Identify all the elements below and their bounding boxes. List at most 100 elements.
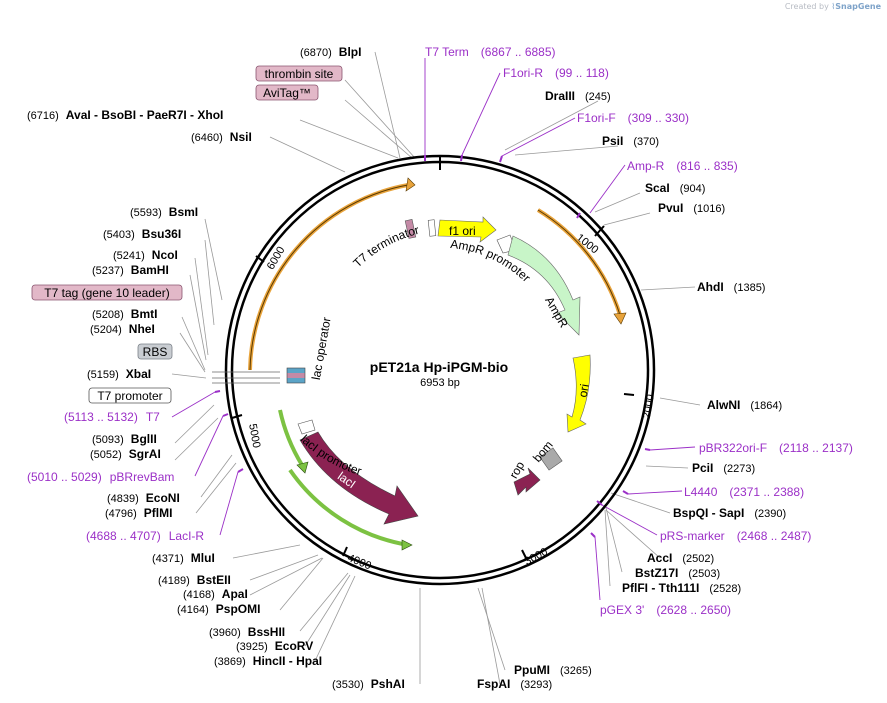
site-ncoi-pos: (5241) (113, 250, 145, 262)
site-pflmi: PflMI (144, 506, 173, 520)
primer-prs-marker-range: (2468 .. 2487) (737, 529, 812, 543)
label-f1-ori: f1 ori (449, 224, 476, 238)
site-xhoi-pos: (6716) (27, 110, 59, 122)
site-bsshii-pos: (3960) (209, 627, 241, 639)
site-pshai-pos: (3530) (332, 679, 364, 691)
svg-text:(5403)Bsu36I: (5403) Bsu36I (103, 227, 181, 241)
primer-f1ori-f: F1ori-F (577, 111, 616, 125)
svg-text:PciI(2273): PciI(2273) (692, 461, 755, 475)
plasmid-name: pET21a Hp-iPGM-bio (370, 359, 508, 375)
primer-marks (214, 154, 651, 538)
box-t7-promoter (88, 387, 172, 404)
box-t7-tag (31, 284, 183, 301)
label-avitag: AviTag™ (263, 86, 311, 100)
ampr-feature (507, 235, 581, 336)
label-rbs: RBS (143, 345, 168, 359)
svg-text:(6870)BlpI: (6870)BlpI (300, 45, 361, 59)
site-sapi-pos: (2390) (754, 508, 786, 520)
site-tth111i: PflFI - Tth111I (622, 581, 699, 595)
site-nsii: NsiI (230, 130, 252, 144)
site-hpai-pos: (3869) (214, 656, 246, 668)
svg-text:(5093)BglII: (5093)BglII (92, 432, 157, 446)
svg-text:(3869)HincII - HpaI: (3869) HincII - HpaI (214, 654, 322, 668)
svg-text:AlwNI(1864): AlwNI(1864) (707, 398, 782, 412)
site-hpai: HincII - HpaI (253, 654, 322, 668)
site-ecorv: EcoRV (275, 639, 313, 653)
primer-labels: T7 Term(6867 .. 6885) F1ori-R(99 .. 118)… (27, 45, 853, 617)
svg-text:(6460)NsiI: (6460)NsiI (191, 130, 252, 144)
svg-text:(5208)BmtI: (5208)BmtI (92, 307, 157, 321)
site-bsmi-pos: (5593) (130, 207, 162, 219)
svg-text:(4168)ApaI: (4168)ApaI (183, 587, 248, 601)
site-pvui: PvuI (658, 201, 683, 215)
site-psii-pos: (370) (633, 136, 659, 148)
site-xhoi: AvaI - BsoBI - PaeR7I - XhoI (66, 108, 224, 122)
svg-text:(6716)AvaI - BsoBI - PaeR7I -: (6716) AvaI - BsoBI - PaeR7I - XhoI (27, 108, 223, 122)
tick-3000: 3000 (523, 546, 550, 568)
orf-arc-green-2 (288, 468, 409, 547)
mcs-lines (212, 371, 280, 384)
primer-f1ori-r: F1ori-R (503, 66, 543, 80)
svg-text:(4164)PspOMI: (4164)PspOMI (177, 602, 260, 616)
site-psii: PsiI (602, 134, 623, 148)
label-lac-operator: lac operator (309, 316, 334, 381)
svg-text:FspAI(3293): FspAI(3293) (477, 677, 552, 691)
svg-text:AccI(2502): AccI (2502) (647, 551, 714, 565)
site-xbai-pos: (5159) (87, 369, 119, 381)
site-bsu36i: Bsu36I (142, 227, 181, 241)
site-scai-pos: (904) (680, 183, 706, 195)
site-pshai: PshAI (371, 677, 405, 691)
tick-5000: 5000 (246, 423, 262, 449)
site-alwni: AlwNI (707, 398, 740, 412)
site-sgrai-pos: (5052) (90, 449, 122, 461)
site-ppumi-pos: (3265) (560, 665, 592, 677)
site-acci: AccI (647, 551, 672, 565)
site-bsu36i-pos: (5403) (103, 229, 135, 241)
site-sapi: BspQI - SapI (673, 506, 744, 520)
t7-terminator-feature (404, 219, 417, 239)
svg-text:PsiI(370): PsiI (370) (602, 134, 659, 148)
svg-text:(5159)XbaI: (5159)XbaI (87, 367, 151, 381)
svg-text:L4440(2371 .. 2388): L4440(2371 .. 2388) (684, 485, 804, 499)
tick-marks (231, 156, 635, 561)
site-scai: ScaI (645, 181, 670, 195)
svg-text:(4839)EcoNI: (4839)EcoNI (107, 491, 180, 505)
primer-t7: T7 (146, 410, 160, 424)
orf-arc-right-head (613, 312, 627, 325)
site-bglii: BglII (131, 432, 157, 446)
laci-promoter-feature (297, 419, 316, 435)
site-econi-pos: (4839) (107, 493, 139, 505)
small-feature-white (427, 219, 437, 237)
site-apai: ApaI (222, 587, 248, 601)
lac-operator-feature (286, 367, 306, 384)
orf-arc-green-1 (278, 409, 304, 467)
primer-pbr322ori-f-range: (2118 .. 2137) (779, 441, 853, 455)
site-tth111i-pos: (2528) (709, 583, 741, 595)
svg-text:(3925)EcoRV: (3925)EcoRV (236, 639, 313, 653)
site-sgrai: SgrAI (129, 447, 161, 461)
svg-text:DraIII(245): DraIII(245) (545, 89, 611, 103)
svg-text:F1ori-R(99 .. 118): F1ori-R(99 .. 118) (503, 66, 609, 80)
site-bamhi-pos: (5237) (92, 265, 124, 277)
site-draiii: DraIII (545, 89, 575, 103)
primer-pgex3-range: (2628 .. 2650) (656, 603, 731, 617)
site-fspai: FspAI (477, 677, 510, 691)
svg-text:(3960)BssHII: (3960)BssHII (209, 625, 285, 639)
primer-amp-r-range: (816 .. 835) (676, 159, 737, 173)
svg-text:PpuMI(3265): PpuMI(3265) (514, 663, 592, 677)
box-rbs (137, 343, 173, 360)
site-pflmi-pos: (4796) (105, 508, 137, 520)
primer-laci-r: LacI-R (169, 529, 205, 543)
site-mlui: MluI (191, 551, 215, 565)
svg-text:(4189)BstEII: (4189)BstEII (158, 573, 231, 587)
primer-prs-marker: pRS-marker (660, 529, 725, 543)
label-t7-terminator: T7 terminator (350, 223, 420, 270)
site-acci-pos: (2502) (682, 553, 714, 565)
primer-lines (171, 58, 696, 601)
label-ori: ori (576, 383, 592, 399)
primer-l4440: L4440 (684, 485, 718, 499)
site-bamhi: BamHI (131, 263, 169, 277)
laci-feature (299, 431, 419, 525)
primer-t7-range: (5113 .. 5132) (64, 410, 138, 424)
